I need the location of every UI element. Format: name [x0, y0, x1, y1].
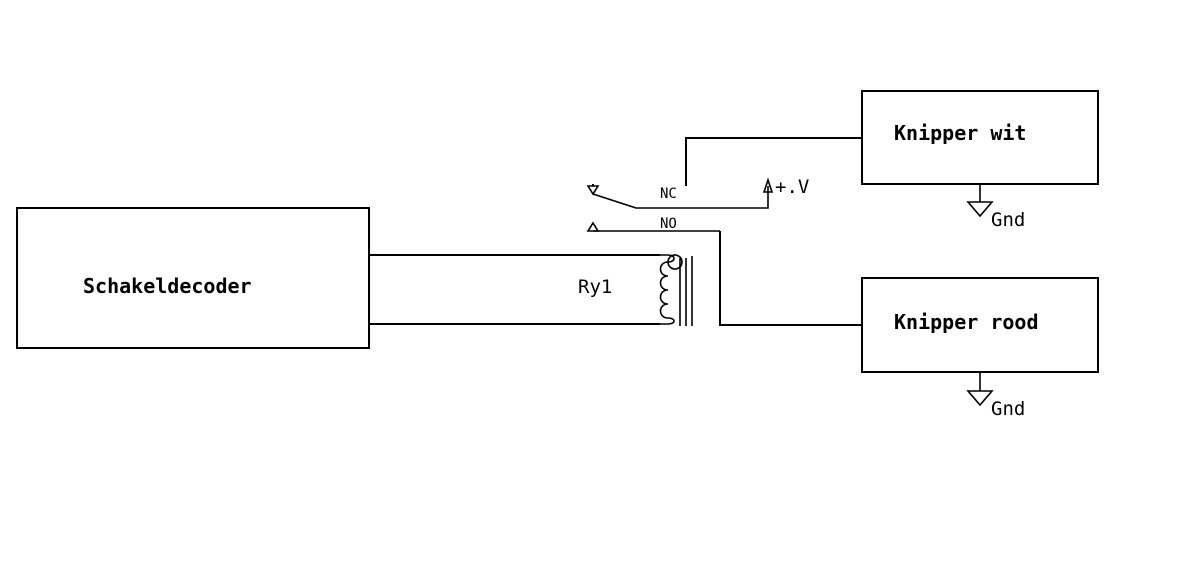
no-contact-symbol [586, 221, 600, 232]
relay-coil: Ry1 [578, 254, 693, 326]
blink-white-label: Knipper wit [894, 121, 1026, 145]
coil-core [679, 256, 693, 326]
blink-red-block: Knipper rood Gnd [861, 277, 1099, 420]
blink-red-label: Knipper rood [894, 310, 1039, 334]
blink-white-block: Knipper wit Gnd [861, 90, 1099, 231]
relay-contacts: NC NO [586, 185, 769, 232]
relay-label: Ry1 [578, 276, 612, 298]
decoder-label: Schakeldecoder [83, 274, 252, 298]
supply-terminal: +.V [762, 176, 809, 198]
ground-red-label: Gnd [991, 398, 1025, 420]
decoder-block: Schakeldecoder [16, 207, 370, 349]
switch-arm [592, 186, 769, 209]
ground-icon [966, 184, 994, 218]
nc-wire [592, 137, 862, 186]
coil-winding [659, 254, 675, 325]
no-wire [719, 231, 862, 326]
nc-contact-symbol [586, 185, 600, 196]
ground-icon [966, 372, 994, 407]
no-label: NO [660, 216, 677, 232]
blink-white-box [861, 90, 1099, 185]
nc-label: NC [660, 186, 677, 202]
ground-white-label: Gnd [991, 209, 1025, 231]
supply-label: +.V [775, 176, 809, 198]
decoder-box [16, 207, 370, 349]
coil-lead-top [660, 254, 683, 270]
blink-red-box [861, 277, 1099, 373]
supply-arrow-symbol [762, 177, 774, 193]
